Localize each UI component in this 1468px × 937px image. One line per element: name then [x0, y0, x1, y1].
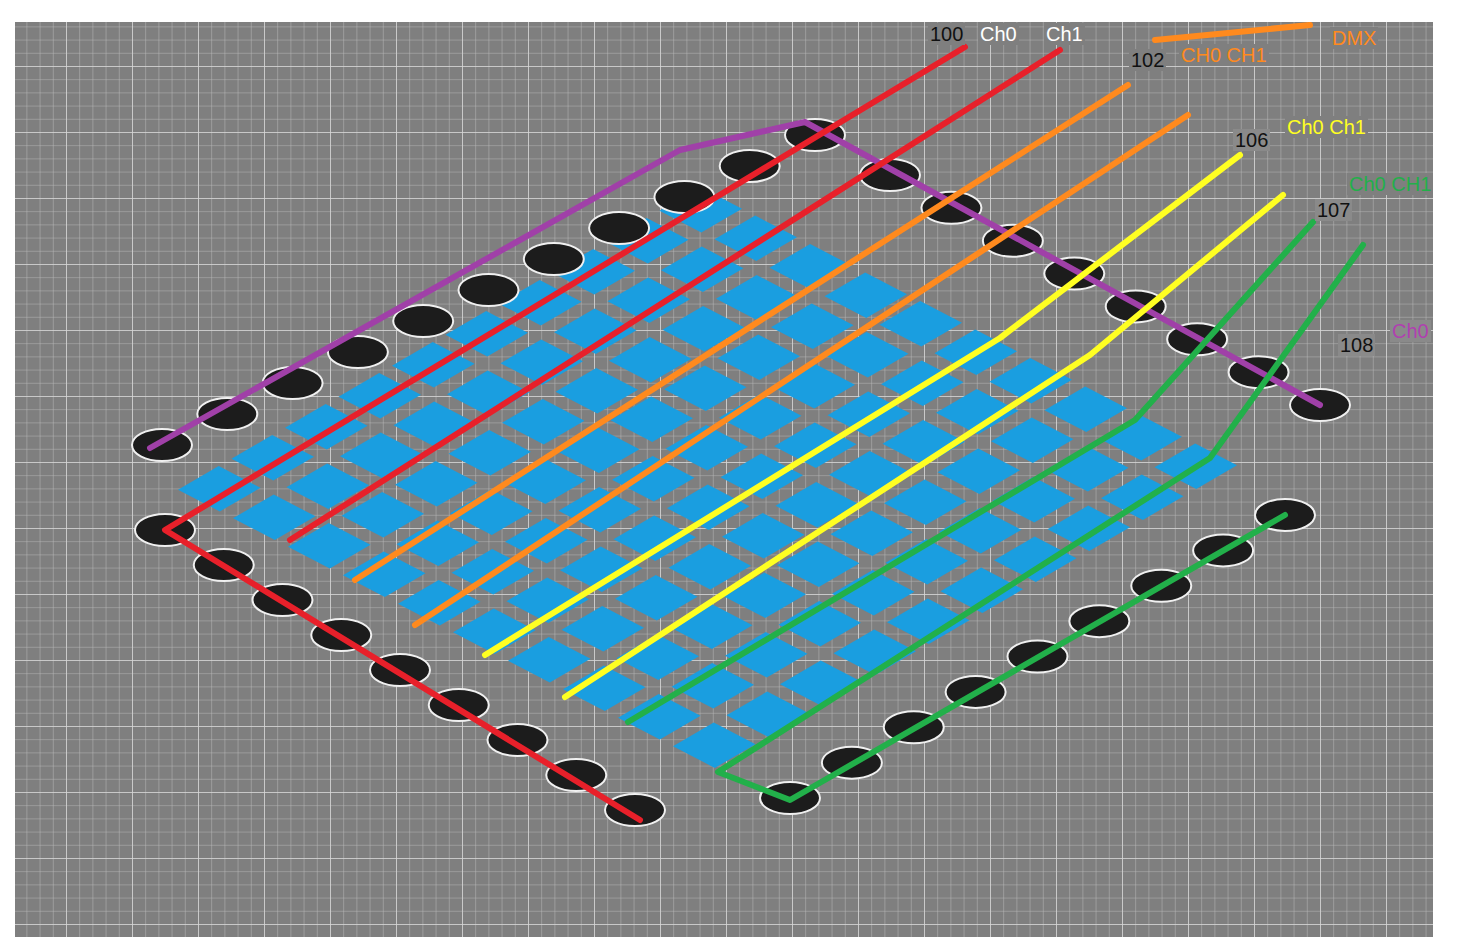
tile: [178, 466, 261, 511]
dmx-wire: [1155, 25, 1310, 40]
tile: [615, 575, 698, 620]
tile: [716, 275, 799, 320]
tile: [724, 573, 807, 618]
tile: [667, 485, 750, 530]
channel-label: Ch0: [978, 23, 1019, 45]
tile: [504, 459, 587, 504]
pad: [524, 243, 584, 275]
tile: [557, 428, 640, 473]
purple-wire: [150, 122, 1320, 448]
tile: [670, 604, 753, 649]
callout-number: 106: [1233, 129, 1270, 151]
tile: [938, 449, 1021, 494]
tile: [994, 537, 1077, 582]
tile: [614, 516, 697, 561]
callout-number: 107: [1315, 199, 1352, 221]
pad: [589, 212, 649, 244]
tile: [663, 306, 746, 351]
pad-ring: [132, 119, 1350, 826]
tile: [1100, 415, 1183, 460]
tile: [1048, 506, 1131, 551]
yellow-wire: [565, 195, 1283, 697]
wiring: [150, 25, 1363, 820]
tile: [449, 430, 532, 475]
tile: [394, 402, 477, 447]
grid: [15, 22, 1433, 937]
tile: [829, 451, 912, 496]
channel-label: Ch0 CH1: [1347, 173, 1433, 195]
tile: [884, 480, 967, 525]
green-wire: [628, 222, 1313, 722]
tile: [285, 404, 368, 449]
pad: [132, 429, 192, 461]
tile: [721, 454, 804, 499]
tile: [508, 637, 591, 682]
callout-number: 108: [1338, 334, 1375, 356]
tile: [612, 456, 695, 501]
channel-label: Ch0: [1390, 320, 1431, 342]
pad: [488, 724, 548, 756]
pad: [605, 794, 665, 826]
tile: [991, 418, 1074, 463]
tile: [1045, 387, 1128, 432]
ground: [15, 22, 1433, 937]
tile: [562, 606, 645, 651]
tile: [780, 661, 863, 706]
callout-number: 100: [928, 23, 965, 45]
green-wire: [718, 245, 1363, 800]
tile: [727, 692, 810, 737]
channel-label: Ch0 Ch1: [1285, 116, 1368, 138]
tile: [287, 464, 370, 509]
tile: [608, 278, 691, 323]
tile: [774, 423, 857, 468]
pad: [459, 274, 519, 306]
tile: [773, 363, 856, 408]
tile: [232, 435, 315, 480]
signal-label: DMX: [1330, 27, 1378, 49]
tile: [776, 482, 859, 527]
tile: [673, 723, 756, 768]
tile: [661, 247, 744, 292]
tile: [611, 397, 694, 442]
pad: [654, 181, 714, 213]
red-wire: [290, 50, 1060, 540]
tile: [826, 332, 909, 377]
channel-label: Ch1: [1044, 23, 1085, 45]
channel-label: CH0 CH1: [1179, 44, 1269, 66]
tile: [340, 433, 423, 478]
pad: [546, 759, 606, 791]
pad: [393, 305, 453, 337]
callout-number: 102: [1129, 49, 1166, 71]
